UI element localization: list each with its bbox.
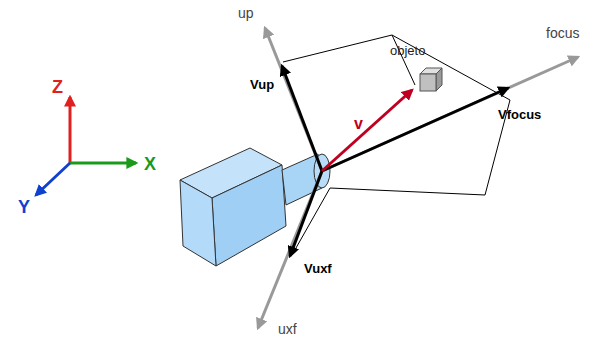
axis-label: Y [18,198,30,216]
vector-label: Vuxf [304,262,332,275]
camera-body [180,148,330,266]
axis-label: focus [546,26,579,40]
object-cube [420,68,442,91]
camera-vectors [282,66,508,256]
object-label: objeto [390,44,425,57]
frustum-lines [283,35,510,255]
world-axes [36,97,136,195]
axis-label: up [238,6,254,20]
vector-label: Vfocus [498,108,541,121]
axis-label: Z [52,78,63,96]
vector-label: v [354,116,363,132]
object-vector [322,90,412,171]
axis-label: uxf [278,322,297,336]
axis-label: X [144,155,156,173]
vector-label: Vup [250,78,274,91]
camera-axes [258,28,578,328]
